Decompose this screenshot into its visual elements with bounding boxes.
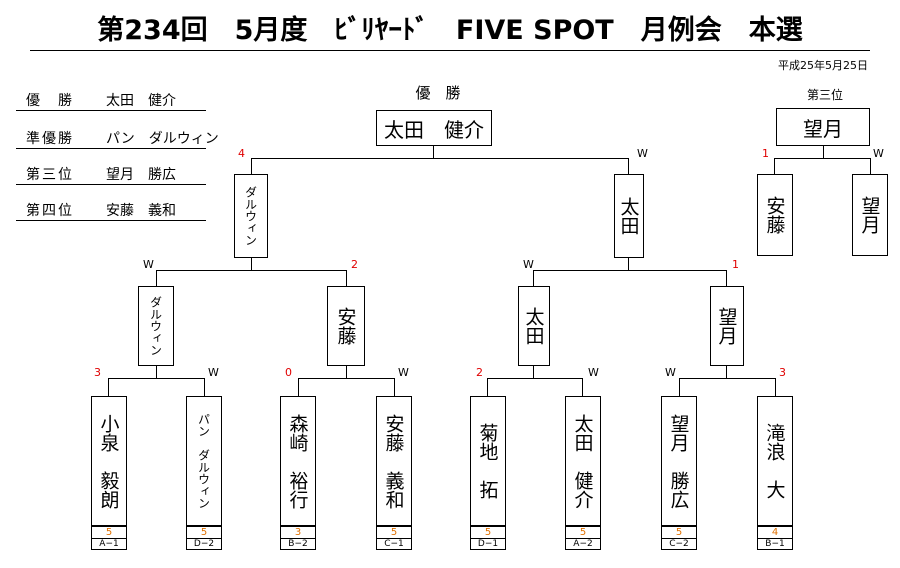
bracket-line [533,270,534,286]
player-score: 5 [91,526,127,538]
title-underline [30,50,870,51]
result-label: 第三位 [26,167,74,183]
score-mark: W [398,366,409,379]
bracket-line [298,378,299,396]
player-seed: D−1 [470,538,506,550]
result-row-runner-up: 準優勝 パン ダルウィン [16,126,219,149]
player-box: 菊地 拓 [470,396,506,526]
score-mark: W [588,366,599,379]
player-seed: D−2 [186,538,222,550]
player-seed: A−1 [91,538,127,550]
bracket-line [156,270,347,271]
bracket-line [582,378,583,396]
quarter-box: 望月 [710,286,744,366]
third-player-box: 望月 [852,174,888,256]
player-box: 安藤 義和 [376,396,412,526]
bracket-line [533,366,534,378]
result-name: 太田 健介 [106,93,176,109]
bracket-line [774,158,871,159]
result-name: 安藤 義和 [106,203,176,219]
result-name: パン ダルウィン [106,131,219,147]
score-mark: 3 [779,366,786,379]
third-player-box: 安藤 [757,174,793,256]
bracket-line [628,258,629,270]
bracket-line [156,366,157,378]
bracket-line [533,270,727,271]
quarter-box: 安藤 [327,286,365,366]
score-mark: 2 [476,366,483,379]
score-mark: 1 [762,147,769,160]
bracket-line [487,378,488,396]
result-label: 準優勝 [26,131,74,147]
score-mark: W [143,258,154,271]
player-score: 5 [186,526,222,538]
page-title: 第234回 5月度 ﾋﾞﾘﾔｰﾄﾞ FIVE SPOT 月例会 本選 [97,15,803,46]
score-mark: 3 [94,366,101,379]
bracket-line [346,366,347,378]
bracket-line [394,378,395,396]
bracket-line [251,158,629,159]
player-seed: B−1 [757,538,793,550]
final-header: 優 勝 [415,84,461,102]
bracket-line [628,158,629,174]
bracket-line [298,378,395,379]
result-label: 第四位 [26,203,74,219]
score-mark: 0 [285,366,292,379]
player-box: 滝浪 大 [757,396,793,526]
score-mark: W [208,366,219,379]
player-seed: C−2 [661,538,697,550]
third-winner-box: 望月 [776,108,870,146]
bracket-line [433,146,434,158]
result-label: 優 勝 [26,93,74,109]
third-header: 第三位 [806,88,843,102]
final-winner-box: 太田 健介 [376,110,492,146]
result-name: 望月 勝広 [106,167,176,183]
player-score: 5 [376,526,412,538]
player-box: パン ダルウィン [186,396,222,526]
player-score: 4 [757,526,793,538]
player-score: 5 [661,526,697,538]
quarter-box: ダルウィン [138,286,174,366]
bracket-line [487,378,583,379]
bracket-line [679,378,680,396]
score-mark: 2 [351,258,358,271]
bracket-line [774,158,775,174]
player-seed: B−2 [280,538,316,550]
score-mark: 4 [238,147,245,160]
player-box: 森崎 裕行 [280,396,316,526]
bracket-line [775,378,776,396]
bracket-line [251,158,252,174]
semi-box-left: ダルウィン [234,174,268,258]
player-box: 太田 健介 [565,396,601,526]
bracket-line [108,378,205,379]
result-row-fourth: 第四位 安藤 義和 [16,198,206,221]
bracket-line [726,366,727,378]
score-mark: 1 [732,258,739,271]
score-mark: W [523,258,534,271]
player-box: 小泉 毅朗 [91,396,127,526]
score-mark: W [637,147,648,160]
player-score: 5 [470,526,506,538]
player-seed: A−2 [565,538,601,550]
bracket-line [204,378,205,396]
player-score: 5 [565,526,601,538]
result-row-third: 第三位 望月 勝広 [16,162,206,185]
bracket-line [679,378,776,379]
bracket-line [156,270,157,286]
bracket-line [823,146,824,158]
player-box: 望月 勝広 [661,396,697,526]
score-mark: W [665,366,676,379]
quarter-box: 太田 [518,286,550,366]
player-seed: C−1 [376,538,412,550]
bracket-line [870,158,871,174]
bracket-line [108,378,109,396]
semi-box-right: 太田 [614,174,644,258]
result-row-champion: 優 勝 太田 健介 [16,88,206,111]
event-date: 平成25年5月25日 [778,59,868,72]
bracket-line [251,258,252,270]
bracket-line [346,270,347,286]
player-score: 3 [280,526,316,538]
bracket-line [726,270,727,286]
score-mark: W [873,147,884,160]
